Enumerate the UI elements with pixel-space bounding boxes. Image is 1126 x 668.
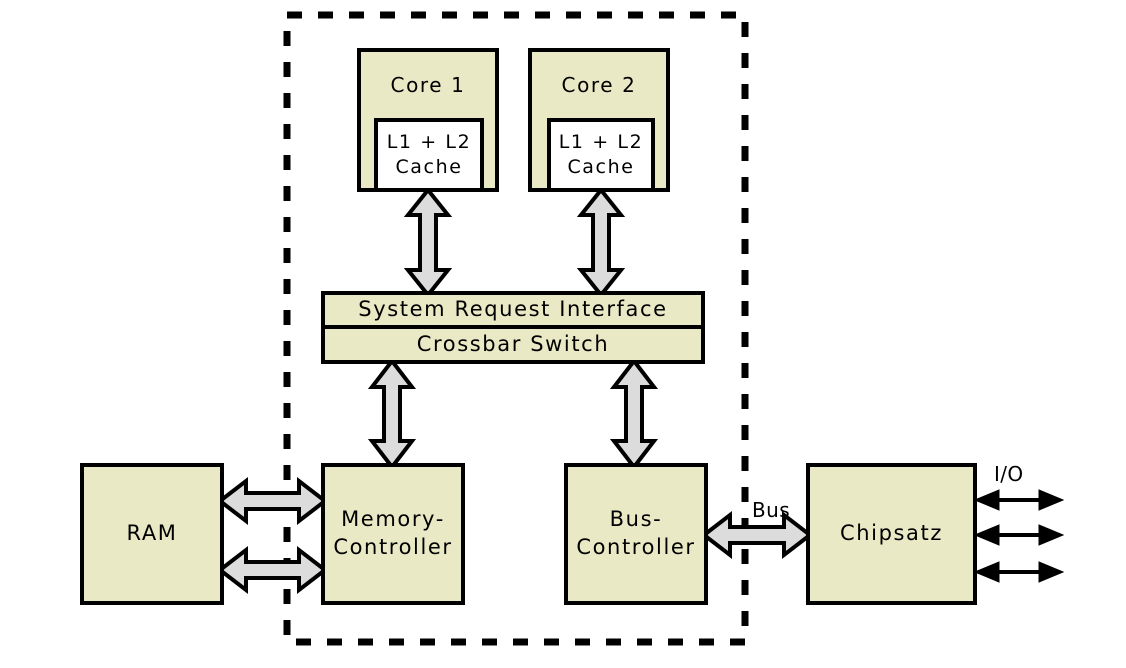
- io-arrow-group: [973, 489, 1065, 583]
- label-bus-connector: Bus: [752, 498, 791, 522]
- arrow-crossbar-to-bus-controller: [609, 357, 659, 471]
- block-system-request-interface: [321, 291, 705, 329]
- io-line-1-head-right: [1038, 489, 1065, 511]
- label-io: I/O: [994, 462, 1024, 486]
- block-crossbar-switch: [321, 325, 705, 364]
- block-chipset: [806, 463, 977, 605]
- block-ram: [80, 463, 224, 605]
- cpu-die-boundary: [283, 11, 749, 646]
- arrow-ram-to-memory-controller-lower: [216, 545, 329, 595]
- arrow-crossbar-to-memory-controller: [367, 357, 417, 471]
- block-bus-controller: [564, 463, 708, 605]
- arrow-ram-to-memory-controller-upper: [216, 476, 329, 526]
- io-line-3-head-left: [973, 561, 1000, 583]
- block-core1-cache: [374, 118, 484, 192]
- arrow-core2-to-sri: [576, 186, 626, 299]
- arrow-core1-to-sri: [403, 186, 453, 299]
- io-line-1-head-left: [973, 489, 1000, 511]
- block-core2-cache: [547, 118, 655, 192]
- io-line-3-head-right: [1038, 561, 1065, 583]
- block-memory-controller: [321, 463, 465, 605]
- io-line-2-head-right: [1038, 524, 1065, 546]
- io-line-2-head-left: [973, 524, 1000, 546]
